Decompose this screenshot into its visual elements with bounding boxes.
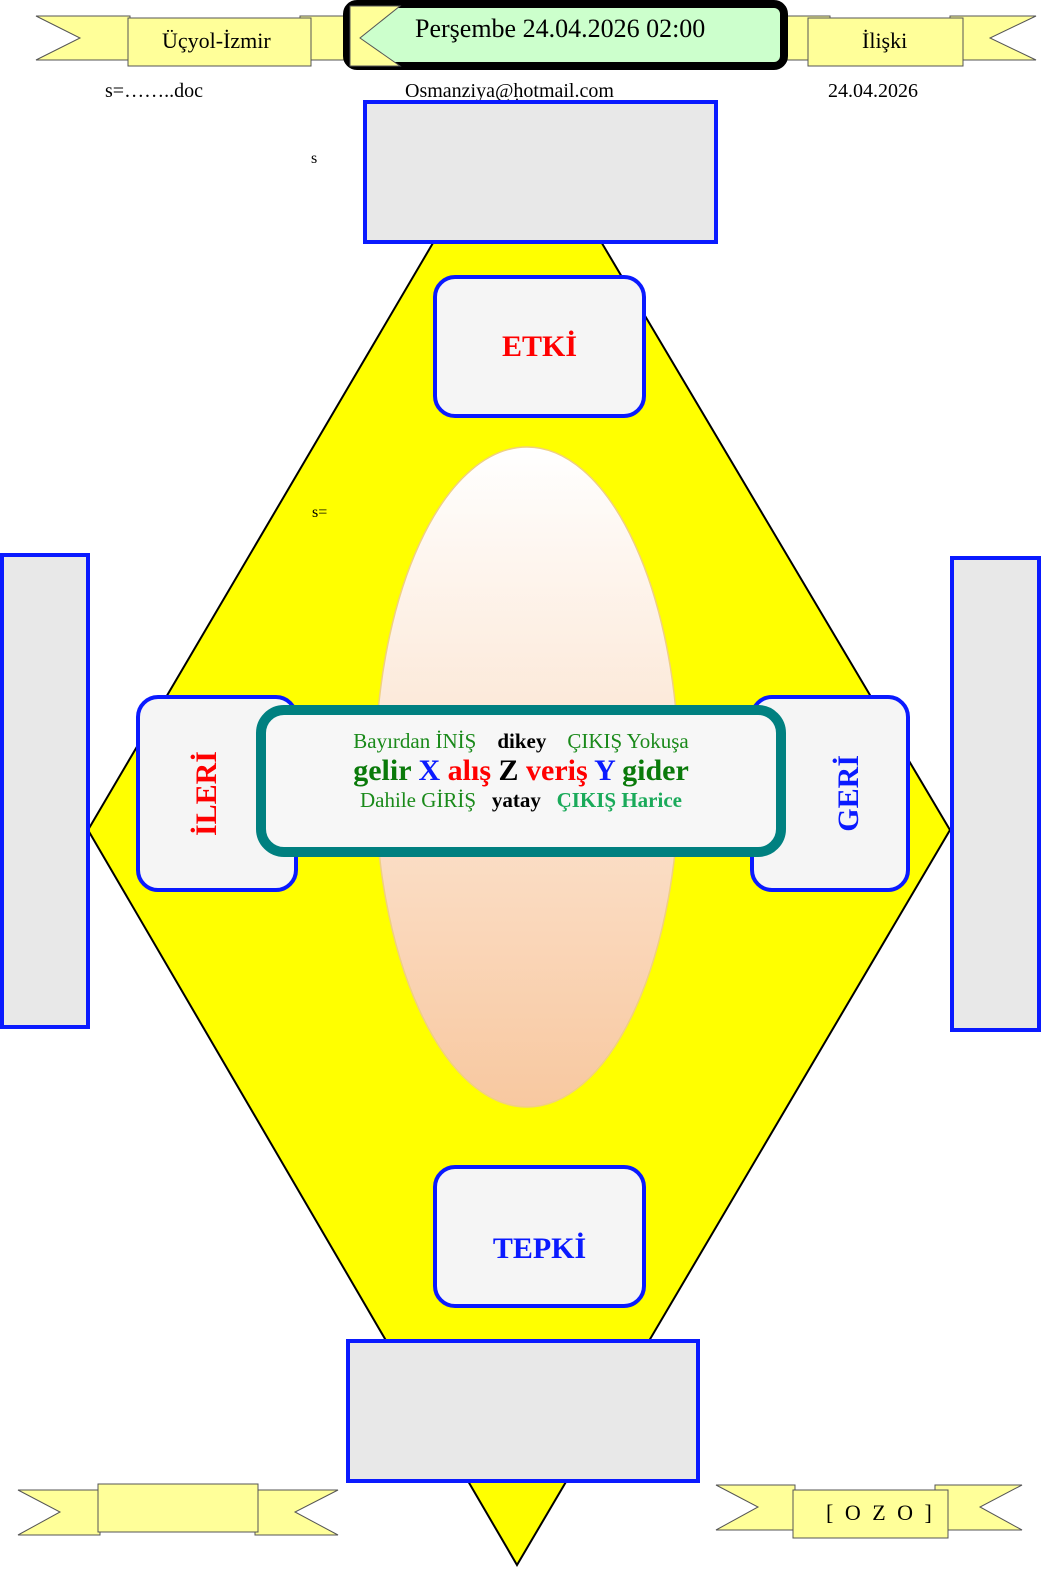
bottom-gray-box [346,1339,700,1483]
ribbon-bottom-right [715,1484,1023,1539]
center-line-3: Dahile GİRİŞ yatay ÇIKIŞ Harice [266,788,776,813]
text-z: Z [498,754,519,787]
text-veris: veriş [526,754,588,787]
center-line-2: gelir X alış Z veriş Y gider [266,754,776,788]
text-yatay: yatay [491,788,541,812]
text-cikis-yokusa: ÇIKIŞ Yokuşa [567,729,689,753]
banner-notch [349,5,402,67]
date-banner [343,0,788,70]
ileri-label: İLERİ [190,750,223,837]
top-gray-box [363,100,718,244]
geri-label: GERİ [832,755,865,832]
text-gelir: gelir [353,754,411,787]
box-etki: ETKİ [433,275,646,418]
ribbon-top-right [779,15,1037,67]
right-gray-box [950,556,1041,1032]
file-label: s=……..doc [105,80,203,102]
email: Osmanziya@hotmail.com [405,80,614,102]
footer-right-ribbon-label: [ O Z O ] [826,1500,935,1525]
etki-label: ETKİ [501,329,578,363]
text-dikey: dikey [497,729,547,753]
text-y: Y [594,754,615,787]
text-cikis-harice: ÇIKIŞ Harice [556,788,682,812]
header-date: 24.04.2026 [828,80,918,102]
date-banner-text: Perşembe 24.04.2026 02:00 [415,14,706,43]
center-line-1: Bayırdan İNİŞ dikey ÇIKIŞ Yokuşa [266,729,776,754]
ribbon-bottom-left [17,1483,339,1536]
text-dahile-giris: Dahile GİRİŞ [360,788,477,812]
box-tepki: TEPKİ [433,1165,646,1308]
tepki-label: TEPKİ [492,1232,587,1265]
note-s-eq: s= [312,504,328,521]
center-box: Bayırdan İNİŞ dikey ÇIKIŞ Yokuşa gelir X… [256,705,786,857]
note-s: s [311,150,318,167]
text-alis: alış [447,754,492,787]
ribbon-left-label: Üçyol-İzmir [162,28,271,53]
left-gray-box [0,553,90,1029]
text-gider: gider [622,754,689,787]
ribbon-right-label: İlişki [862,28,908,53]
text-bayirdan-inis: Bayırdan İNİŞ [353,729,477,753]
text-x: X [418,754,441,787]
